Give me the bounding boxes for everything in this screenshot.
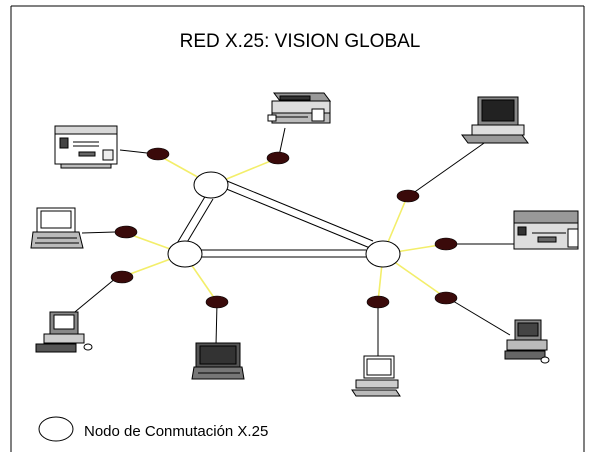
access-lines bbox=[121, 154, 447, 303]
adapters bbox=[110, 147, 458, 309]
terminal-lines bbox=[69, 127, 515, 358]
trunk-left-right bbox=[201, 249, 366, 258]
desktop-icon bbox=[351, 355, 401, 397]
adapter-dot bbox=[114, 225, 138, 239]
adapter-dot bbox=[205, 295, 229, 309]
printer-icon bbox=[267, 92, 331, 124]
switching-node bbox=[167, 240, 203, 268]
adapter-dot bbox=[266, 151, 290, 165]
laptop-icon bbox=[191, 342, 245, 380]
printer-icon bbox=[513, 210, 579, 250]
trunk-top-right bbox=[223, 180, 374, 249]
printer-icon bbox=[54, 125, 118, 169]
legend: Nodo de Conmutación X.25 bbox=[38, 416, 268, 442]
terminal-line bbox=[215, 302, 218, 346]
switching-nodes bbox=[167, 171, 401, 268]
workstation-icon bbox=[35, 311, 93, 353]
terminal-line bbox=[119, 149, 148, 154]
switching-node bbox=[193, 171, 229, 199]
terminal-line bbox=[447, 297, 511, 336]
workstation-icon bbox=[504, 319, 550, 364]
laptop-icon bbox=[30, 207, 84, 249]
legend-label: Nodo de Conmutación X.25 bbox=[84, 423, 268, 440]
adapter-dot bbox=[366, 295, 390, 309]
workstation-icon bbox=[461, 96, 529, 144]
adapter-dot bbox=[396, 189, 420, 203]
adapter-dot bbox=[146, 147, 170, 161]
legend-node-icon bbox=[38, 416, 74, 442]
terminal-line bbox=[408, 140, 488, 197]
switching-node bbox=[365, 240, 401, 268]
trunk-lines bbox=[175, 180, 374, 258]
terminal-line bbox=[81, 231, 116, 234]
terminal-line bbox=[69, 277, 117, 317]
adapter-dot bbox=[110, 270, 134, 284]
adapter-dot bbox=[434, 237, 458, 251]
adapter-dot bbox=[434, 291, 458, 305]
terminal-line bbox=[278, 127, 286, 157]
page-border bbox=[10, 5, 585, 452]
trunk-top-left bbox=[175, 194, 214, 250]
diagram-title: RED X.25: VISION GLOBAL bbox=[180, 31, 421, 52]
